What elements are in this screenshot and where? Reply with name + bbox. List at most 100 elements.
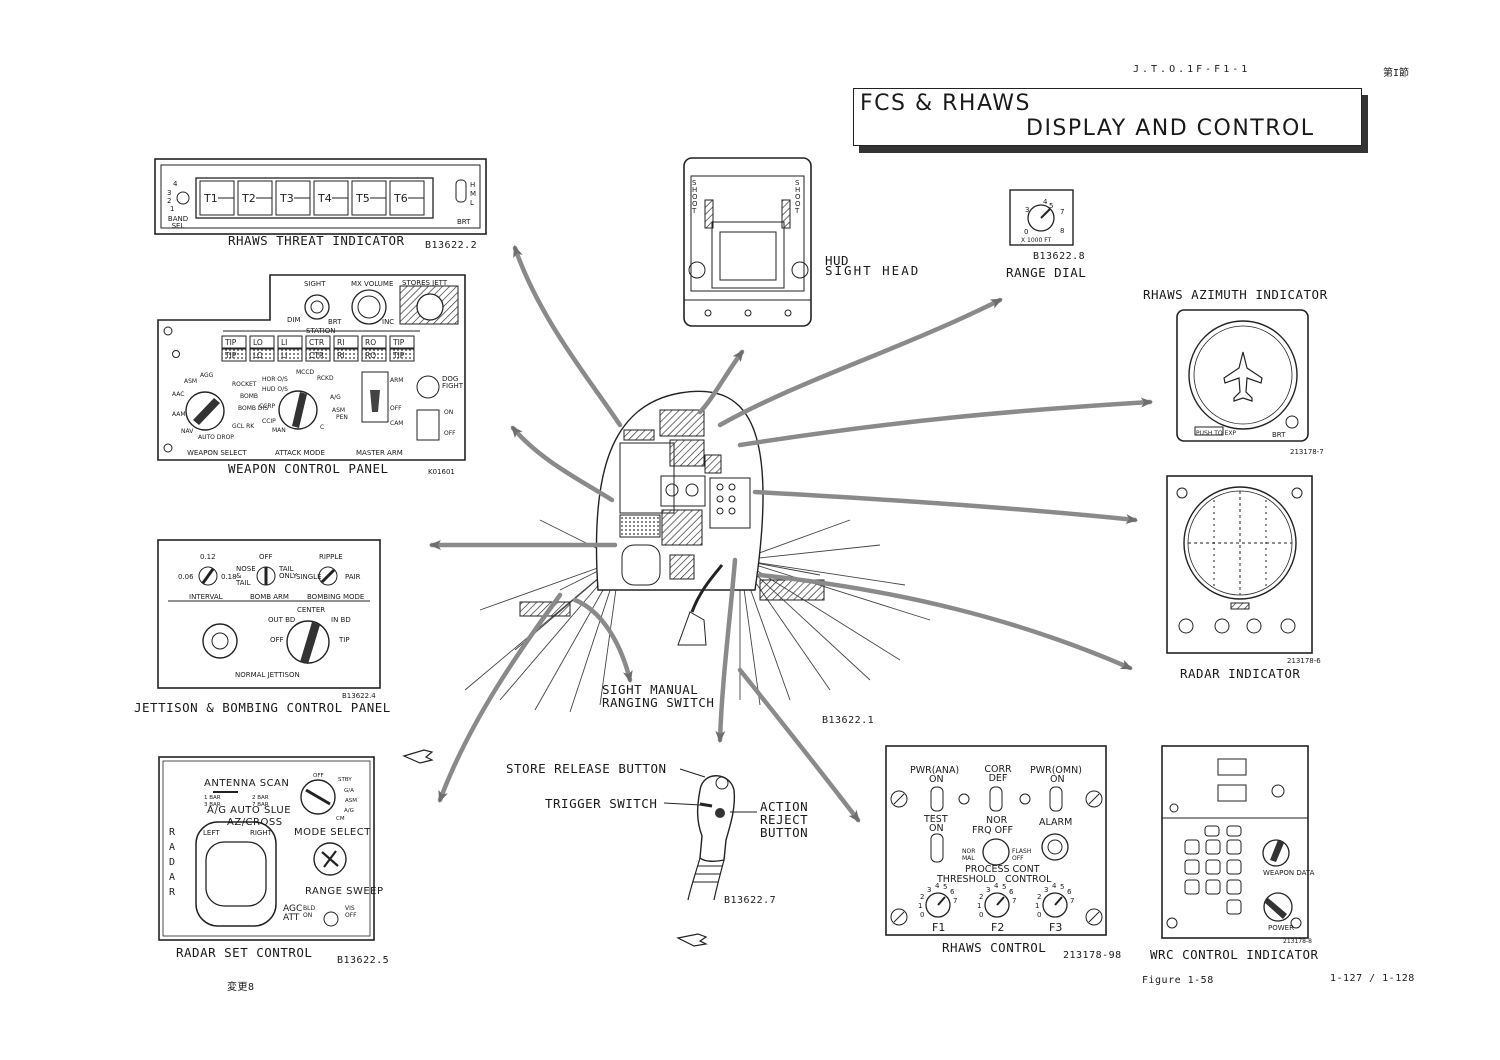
mode-select-value: A/G [344, 808, 354, 814]
trigger-switch-label: TRIGGER SWITCH [545, 796, 658, 811]
interval-012: 0.12 [200, 553, 216, 561]
attack-mode-label: CCRP [259, 403, 276, 410]
threat-cell-label: T4 [317, 192, 332, 205]
callout-arrow [510, 425, 615, 503]
threshold-dial-number: 7 [1012, 897, 1017, 905]
station-button-label: RI [337, 338, 344, 347]
callout-arrow [715, 557, 738, 743]
threshold-dial-number: 7 [953, 897, 958, 905]
attack-mode-label: CCIP [262, 418, 276, 425]
threat-cell-label: T5 [355, 192, 370, 205]
wrc-key [1184, 879, 1200, 895]
bomb-arm-off: OFF [259, 553, 273, 561]
rhaws-control-caption: RHAWS CONTROL [942, 940, 1047, 955]
attack-mode-label: MAN [272, 427, 286, 434]
dog-fight-position: ON [444, 409, 454, 416]
pwr-ana-on-label: ON [929, 774, 944, 785]
threat-cell-label: T2 [241, 192, 256, 205]
antenna-scan-label: ANTENNA SCAN [204, 778, 290, 789]
callout-arrow [737, 397, 1153, 448]
wrc-key [1226, 879, 1242, 895]
threshold-dial-number: 5 [1060, 883, 1065, 891]
wrc-key [1205, 859, 1221, 875]
weapon-control-panel-caption: WEAPON CONTROL PANEL [228, 461, 389, 476]
ag-auto-slue-label: A/G AUTO SLUE [207, 805, 292, 816]
mode-select-value: ASM [345, 798, 357, 804]
cockpit-view [464, 390, 931, 713]
pwr-omn-label: PWR(OMN) [1030, 765, 1082, 776]
mode-select-value: OFF [313, 773, 324, 779]
station-button [249, 335, 275, 349]
attack-mode-label: ATTACK MODE [275, 449, 325, 457]
bomb-arm-label: BOMB ARM [250, 593, 289, 601]
store-release-button-label: STORE RELEASE BUTTON [506, 761, 667, 776]
agc-att-label: AGC ATT [283, 904, 303, 923]
threshold-dial-number: 1 [918, 902, 923, 910]
dog-fight-position: OFF [444, 430, 456, 437]
range-dial-ref: B13622.8 [1033, 251, 1086, 262]
threat-brt-label: BRT [457, 218, 471, 226]
hud-caption-line2: SIGHT HEAD [825, 263, 921, 278]
threshold-dial-number: 3 [1044, 886, 1049, 894]
inc-label: INC [382, 318, 395, 326]
section-label: 第I節 [1383, 68, 1410, 79]
station-button-label: LI [281, 351, 287, 360]
wrc-key [1226, 899, 1242, 915]
hud-shoot-right: SHOOT [795, 179, 801, 215]
master-arm-label: MASTER ARM [356, 449, 403, 457]
threshold-dial-number: 6 [1067, 888, 1072, 896]
bombing-pair: PAIR [345, 573, 361, 581]
threshold-dial-number: 3 [986, 886, 991, 894]
out-bd-label: OUT BD [268, 616, 296, 624]
callout-arrow [757, 572, 1133, 671]
threshold-knob-label: F1 [932, 921, 946, 934]
weapon-mode-label: AAM [172, 411, 186, 418]
station-button [305, 348, 331, 362]
threshold-knob-label: F2 [991, 921, 1005, 934]
power-label: POWER [1268, 924, 1294, 932]
stick-grip-ref: B13622.7 [724, 895, 777, 906]
threshold-dial-number: 7 [1070, 897, 1075, 905]
callout-arrow [572, 597, 633, 683]
jett-off-label: OFF [270, 636, 284, 644]
threat-l-label: L [470, 199, 474, 207]
weapon-mode-label: BOMB [240, 393, 259, 400]
test-on-label: ON [929, 823, 944, 834]
station-button [221, 348, 247, 362]
range-dial-number: 3 [1025, 206, 1030, 214]
rhaws-threat-indicator-caption: RHAWS THREAT INDICATOR [228, 233, 405, 248]
weapon-mode-label: NAV [181, 428, 194, 435]
change-note: 変更8 [227, 982, 255, 993]
station-label: STATION [306, 327, 336, 335]
range-dial-number: 4 [1043, 198, 1048, 206]
wrc-key [1204, 825, 1220, 837]
control-label: CONTROL [1005, 874, 1052, 885]
threshold-dial-number: 6 [1009, 888, 1014, 896]
weapon-mode-label: BOMB DIS [238, 405, 269, 412]
master-arm-position: OFF [390, 405, 402, 412]
pointing-hand-icon-bottom [676, 933, 708, 947]
jettison-bombing-panel-caption: JETTISON & BOMBING CONTROL PANEL [134, 700, 391, 715]
station-button-label: RO [365, 351, 376, 360]
threshold-dial-number: 4 [994, 882, 999, 890]
station-button-label: TIP [392, 338, 405, 347]
band-number-4: 4 [173, 180, 178, 188]
range-sweep-label: RANGE SWEEP [305, 886, 384, 897]
attack-mode-label: HUD O/S [262, 386, 288, 393]
process-cont-label: PROCESS CONT [965, 864, 1040, 875]
threshold-dial-number: 4 [935, 882, 940, 890]
test-label: TEST [924, 814, 948, 825]
station-button-label: TIP [224, 338, 237, 347]
title-line1: FCS & RHAWS [860, 91, 1032, 116]
dim-label: DIM [287, 316, 301, 324]
frq-off-label: FRQ OFF [972, 825, 1013, 836]
band-sel-label: BAND SEL [167, 215, 189, 230]
bombing-ripple: RIPPLE [319, 553, 343, 561]
wrc-control-caption: WRC CONTROL INDICATOR [1150, 947, 1319, 962]
threat-cell-label: T1 [203, 192, 218, 205]
mode-select-value: CM [336, 816, 345, 822]
antenna-scan-value: 2 BAR [252, 795, 269, 801]
threshold-label: THRESHOLD [937, 874, 996, 885]
